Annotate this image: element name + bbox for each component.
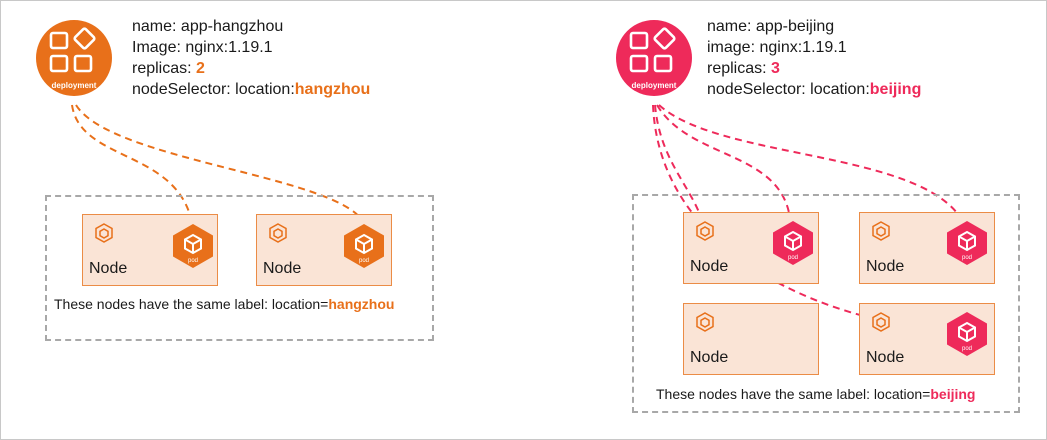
node-icon [696,221,714,241]
node-label: Node [866,258,905,275]
connector-hangzhou-2 [75,104,363,221]
node-label: Node [263,260,302,277]
beijing-node-group [632,194,1020,413]
pod-icon-beijing-3: pod [947,312,987,356]
connector-beijing-3 [658,104,963,221]
svg-text:pod: pod [962,255,972,261]
node-label: Node [690,258,729,275]
beijing-caption: These nodes have the same label: locatio… [656,386,976,402]
deployment-icon-beijing: deployment [616,20,692,96]
connector-beijing-1 [654,104,703,221]
node-icon [872,312,890,332]
node-icon [95,223,113,243]
replicas-line: replicas: 3 [707,60,780,77]
node-label: Node [690,349,729,366]
hangzhou-caption: These nodes have the same label: locatio… [54,296,395,312]
connector-beijing-2 [656,104,791,219]
svg-text:pod: pod [788,255,798,261]
node-icon [872,221,890,241]
svg-text:deployment: deployment [52,81,97,90]
node-beijing-3: Node [683,303,819,375]
pod-icon-beijing-2: pod [947,221,987,265]
node-label: Node [89,260,128,277]
name-line: name: app-hangzhou [132,18,284,35]
pod-icon-hangzhou-1: pod [173,224,213,268]
hangzhou-node-group [45,195,434,341]
node-icon [696,312,714,332]
replicas-line: replicas: 2 [132,60,205,77]
beijing-spec: name: app-beijing image: nginx:1.19.1 re… [707,16,921,100]
svg-text:deployment: deployment [632,81,677,90]
image-line: image: nginx:1.19.1 [707,39,847,56]
hangzhou-spec: name: app-hangzhou Image: nginx:1.19.1 r… [132,16,370,100]
name-line: name: app-beijing [707,18,835,35]
deployment-icon-hangzhou: deployment [36,20,112,96]
selector-line: nodeSelector: location:beijing [707,81,922,98]
node-icon [269,223,287,243]
selector-line: nodeSelector: location:hangzhou [132,81,371,98]
svg-text:pod: pod [962,346,972,352]
connector-hangzhou-1 [71,104,191,216]
pod-icon-hangzhou-2: pod [344,224,384,268]
pod-icon-beijing-1: pod [773,221,813,265]
svg-text:pod: pod [359,258,369,264]
image-line: Image: nginx:1.19.1 [132,39,273,56]
node-label: Node [866,349,905,366]
svg-text:pod: pod [188,258,198,264]
